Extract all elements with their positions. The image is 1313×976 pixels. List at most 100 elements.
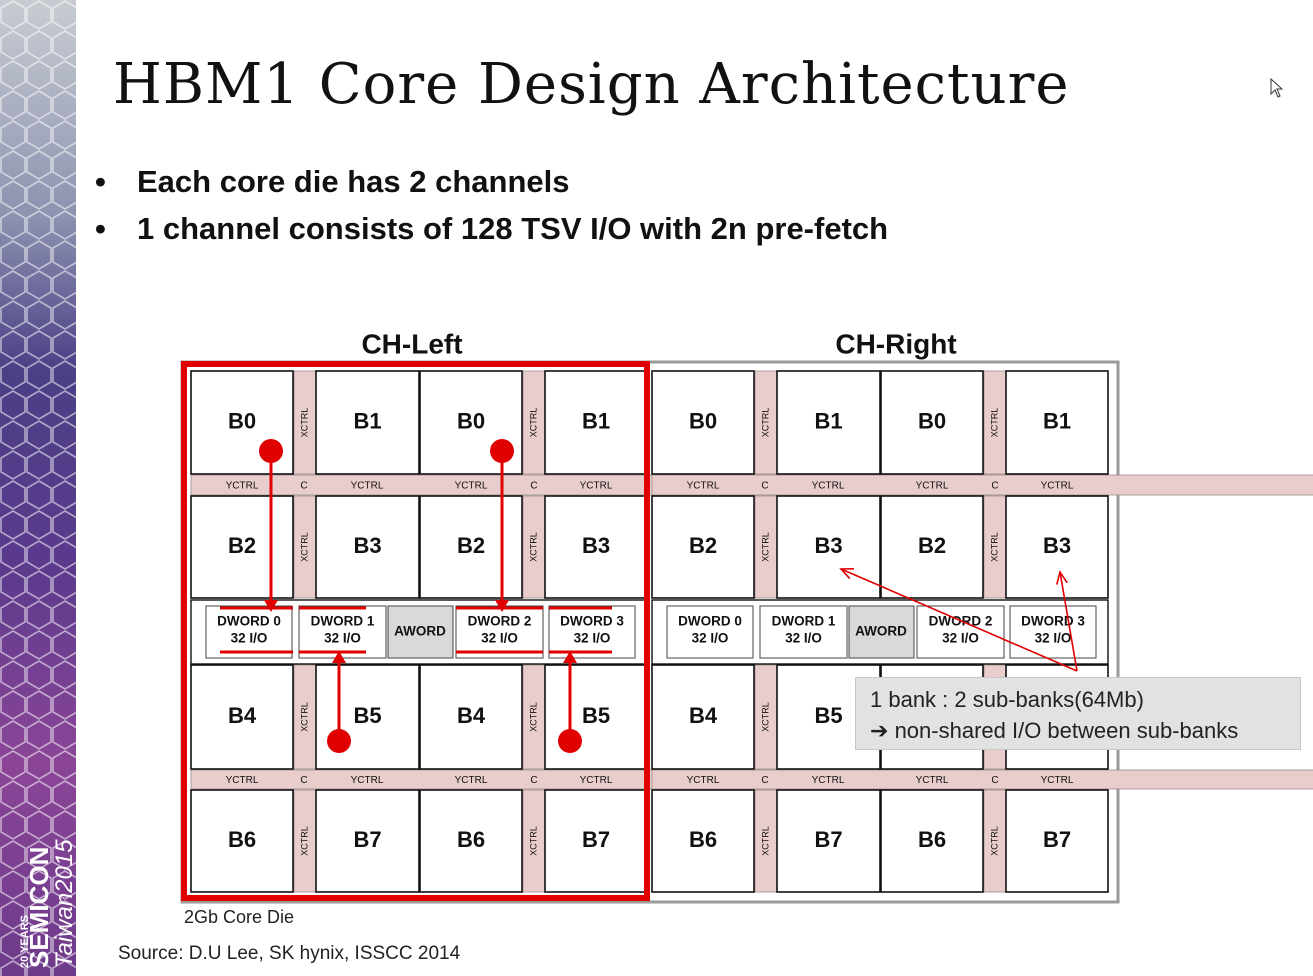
logo-taiwan: Taiwan2015 (51, 839, 76, 968)
bank-label: B7 (814, 827, 842, 852)
logo-years: 20 YEARS (19, 915, 31, 968)
bank-cell (776, 789, 881, 893)
bank-cell (880, 370, 984, 475)
bank-label: B3 (582, 533, 610, 558)
bank-cell (651, 370, 755, 475)
callout-line-1: 1 bank : 2 sub-banks(64Mb) (870, 687, 1144, 712)
yctrl-label: YCTRL (916, 775, 949, 786)
xctrl-label: XCTRL (528, 532, 538, 562)
channel-label-left: CH-Left (361, 328, 462, 359)
aword-label: AWORD (855, 624, 907, 639)
bank-label: B3 (353, 533, 381, 558)
c-label: C (300, 775, 307, 786)
c-label: C (530, 481, 537, 492)
bank-cell (1005, 370, 1109, 475)
dword-io-label: 32 I/O (942, 631, 979, 646)
bullet-text: Each core die has 2 channels (137, 164, 570, 199)
bank-cell (315, 370, 420, 475)
bank-label: B2 (918, 533, 946, 558)
yctrl-label: YCTRL (1041, 481, 1074, 492)
xctrl-label: XCTRL (760, 826, 770, 856)
yctrl-label: YCTRL (916, 481, 949, 492)
bank-label: B5 (353, 703, 381, 728)
bank-label: B6 (918, 827, 946, 852)
bank-label: B0 (228, 408, 256, 433)
logo-semicon: SEMICON (24, 847, 54, 968)
bank-label: B2 (457, 533, 485, 558)
callout-pointer-line (1059, 571, 1078, 672)
c-label: C (300, 481, 307, 492)
bank-label: B0 (689, 408, 717, 433)
xctrl-label: XCTRL (528, 826, 538, 856)
bank-cell (419, 664, 523, 770)
dword-box (666, 605, 754, 659)
dword-label: DWORD 1 (772, 614, 836, 629)
xctrl-label: XCTRL (760, 408, 770, 438)
yctrl-label: YCTRL (226, 481, 259, 492)
dword-io-label: 32 I/O (1035, 631, 1072, 646)
dword-label: DWORD 0 (678, 614, 742, 629)
bank-cell (651, 664, 755, 770)
bank-cell (880, 789, 984, 893)
bank-label: B4 (457, 703, 486, 728)
c-label: C (761, 481, 768, 492)
bullet-text: 1 channel consists of 128 TSV I/O with 2… (137, 211, 889, 246)
dword-io-label: 32 I/O (481, 631, 518, 646)
dword-box (205, 605, 293, 659)
bank-cell (880, 495, 984, 599)
bank-cell (190, 789, 294, 893)
dword-io-label: 32 I/O (574, 631, 611, 646)
callout-pointers (839, 568, 1078, 672)
aword-box (387, 605, 454, 659)
bank-label: B3 (1043, 533, 1071, 558)
bank-label: B1 (814, 408, 842, 433)
yctrl-label: YCTRL (455, 775, 488, 786)
yctrl-label: YCTRL (812, 481, 845, 492)
dword-label: DWORD 3 (560, 614, 624, 629)
bank-label: B5 (582, 703, 610, 728)
yctrl-label: YCTRL (687, 775, 720, 786)
dword-io-label: 32 I/O (231, 631, 268, 646)
data-path-arrows (220, 439, 612, 753)
bank-cell (315, 495, 420, 599)
dword-io-label: 32 I/O (785, 631, 822, 646)
dword-box (548, 605, 636, 659)
yctrl-label: YCTRL (226, 775, 259, 786)
xctrl-label: XCTRL (528, 408, 538, 438)
decorative-sidebar: 20 YEARS SEMICON Taiwan2015 (0, 0, 76, 976)
bank-label: B7 (582, 827, 610, 852)
xctrl-label: XCTRL (989, 408, 999, 438)
ch-left-highlight (181, 361, 650, 901)
callout-line-2-text: non-shared I/O between sub-banks (894, 718, 1239, 743)
arrow-right-icon: ➔ (870, 718, 889, 743)
callout-line-2: ➔ non-shared I/O between sub-banks (870, 715, 1286, 746)
bank-label: B0 (918, 408, 946, 433)
xctrl-label: XCTRL (760, 702, 770, 732)
aword-box (848, 605, 915, 659)
dword-label: DWORD 0 (217, 614, 281, 629)
bank-label: B1 (1043, 408, 1071, 433)
yctrl-label: YCTRL (580, 775, 613, 786)
c-label: C (530, 775, 537, 786)
bank-label: B5 (814, 703, 842, 728)
diagram-caption: 2Gb Core Die (184, 907, 295, 927)
aword-label: AWORD (394, 624, 446, 639)
yctrl-label: YCTRL (351, 481, 384, 492)
bank-cell (776, 495, 881, 599)
bank-cell (190, 495, 294, 599)
dword-label: DWORD 2 (468, 614, 532, 629)
c-label: C (991, 775, 998, 786)
arrowhead-icon (495, 600, 509, 612)
bank-cell (190, 664, 294, 770)
bank-label: B2 (689, 533, 717, 558)
yctrl-label: YCTRL (351, 775, 384, 786)
bank-label: B6 (457, 827, 485, 852)
dword-box (916, 605, 1005, 659)
xctrl-label: XCTRL (989, 532, 999, 562)
bank-label: B4 (689, 703, 718, 728)
bank-cell (776, 370, 881, 475)
arrowhead-icon (563, 651, 577, 663)
bank-cell (315, 664, 420, 770)
bank-label: B3 (814, 533, 842, 558)
